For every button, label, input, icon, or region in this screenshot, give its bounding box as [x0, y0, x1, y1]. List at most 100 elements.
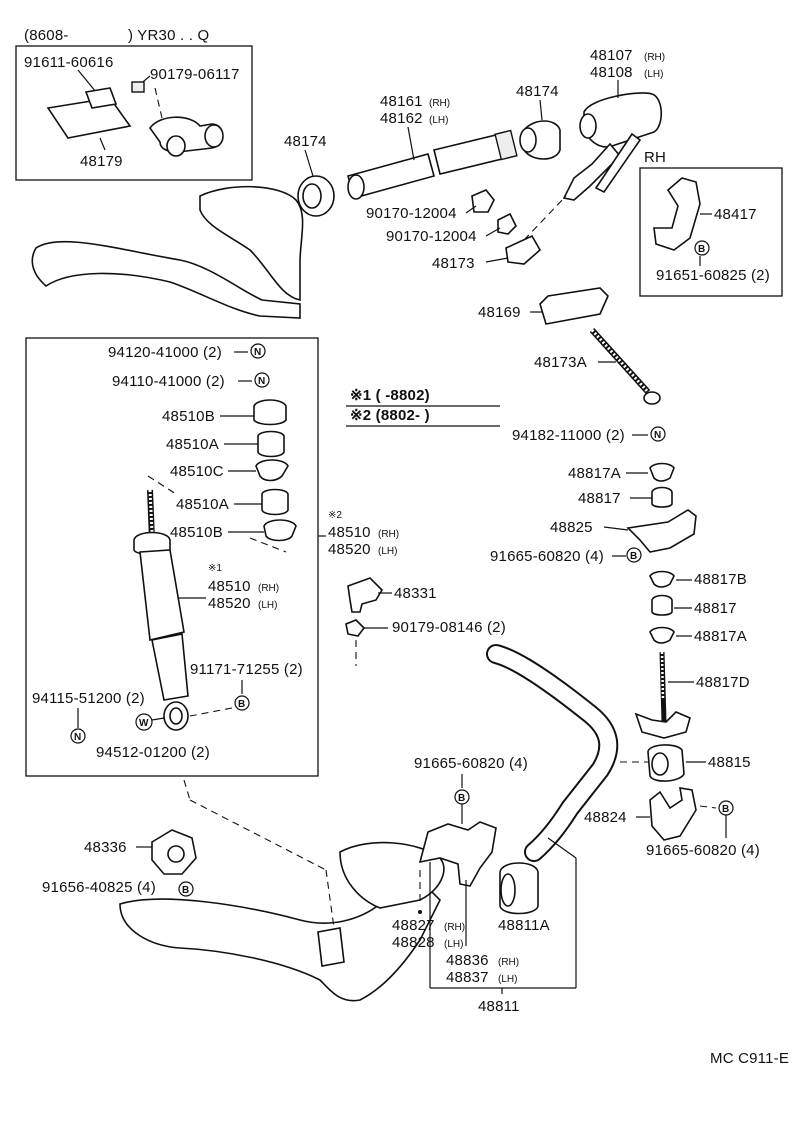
bushing-hole-icon — [500, 873, 516, 907]
suffix-lh: (LH) — [498, 974, 517, 985]
washer-icon — [649, 462, 675, 482]
label-91665-b: 91665-60820 (4) — [414, 755, 528, 772]
inset-frame — [15, 45, 253, 181]
leader — [325, 869, 335, 929]
link-bracket-icon — [634, 711, 691, 739]
bracket-icon — [84, 87, 118, 109]
label-94115: 94115-51200 (2) — [32, 690, 145, 707]
label-48817A-bottom: 48817A — [694, 628, 747, 645]
leader — [151, 717, 165, 721]
label-94182: 94182-11000 (2) — [512, 427, 625, 444]
label-48510A-top: 48510A — [166, 436, 219, 453]
label-48510B-bottom: 48510B — [170, 524, 223, 541]
stabilizer-bar-icon — [488, 646, 617, 860]
label-48169: 48169 — [478, 304, 521, 321]
n-marker-text: N — [74, 732, 81, 743]
notes: ※1 ( -8802) ※2 (8802- ) — [346, 387, 500, 427]
washer-icon — [649, 570, 675, 588]
suffix-rh: (RH) — [429, 98, 450, 109]
leader — [154, 87, 163, 119]
inset-date-range: (8608- — [24, 27, 69, 44]
label-48162: 48162 — [380, 110, 423, 127]
suffix-lh: (LH) — [429, 115, 448, 126]
note-2: ※2 (8802- ) — [350, 407, 430, 424]
leader — [485, 227, 501, 237]
plate-48169-icon — [539, 287, 609, 325]
nut-icon — [497, 212, 517, 235]
label-48828: 48828 — [392, 934, 435, 951]
cushion-48510a-icon — [257, 430, 285, 458]
leader — [547, 837, 577, 859]
b-marker-text: B — [722, 804, 729, 815]
label-94120: 94120-41000 (2) — [108, 344, 222, 361]
diagram-code: MC C911-E — [710, 1050, 789, 1067]
label-48510-alt: 48510 — [328, 524, 371, 541]
leader — [147, 475, 177, 495]
rh-title: RH — [644, 149, 666, 166]
label-48815: 48815 — [708, 754, 751, 771]
label-90170-a: 90170-12004 — [366, 205, 457, 222]
label-94110: 94110-41000 (2) — [112, 373, 225, 390]
leader — [77, 69, 97, 93]
n-marker-icon — [650, 426, 666, 442]
label-48825: 48825 — [550, 519, 593, 536]
suffix-rh: (RH) — [444, 922, 465, 933]
rivet-icon — [418, 910, 422, 914]
spline-end-icon — [347, 174, 365, 200]
label-48520-shock: 48520 — [208, 595, 251, 612]
leader — [523, 195, 567, 241]
label-94512: 94512-01200 (2) — [96, 744, 210, 761]
label-48510A-bottom: 48510A — [176, 496, 229, 513]
label-48817-mid: 48817 — [694, 600, 737, 617]
arm-bracket-icon — [317, 927, 345, 967]
b-marker-text: B — [698, 244, 705, 255]
w-marker-text: W — [139, 718, 149, 729]
lower-arm-icon — [119, 878, 441, 1002]
cushion-48510a-icon — [261, 488, 289, 516]
label-48811: 48811 — [478, 998, 520, 1015]
inset-model: ) YR30 . . Q — [128, 27, 209, 44]
nut-icon — [345, 619, 366, 637]
shock-thread-icon — [148, 489, 154, 533]
inset-box: (8608- ) YR30 . . Q 91611-60616 90179-06… — [15, 27, 253, 181]
washer-48510b-icon — [263, 519, 297, 542]
label-48174-left: 48174 — [284, 133, 327, 150]
bolt-thread-icon — [590, 328, 650, 394]
upper-arm-icon — [31, 240, 301, 319]
label-48510-shock: 48510 — [208, 578, 251, 595]
label-90170-b: 90170-12004 — [386, 228, 477, 245]
label-91171: 91171-71255 (2) — [190, 661, 303, 678]
anchor-arm-icon — [583, 92, 663, 148]
n-marker-text: N — [258, 376, 265, 387]
washer-48510b-icon — [253, 399, 287, 426]
nut-icon — [471, 189, 495, 213]
label-91651: 91651-60825 (2) — [656, 267, 770, 284]
label-48817D: 48817D — [696, 674, 750, 691]
upper-arm-bracket-icon — [199, 185, 304, 301]
star2-mark: ※2 — [328, 510, 342, 521]
label-91665-c: 91665-60820 (4) — [646, 842, 760, 859]
b-marker-icon — [626, 547, 642, 563]
shock-alt-label: ※2 48510 (RH) 48520 (LH) — [318, 510, 399, 558]
shock-absorber-box: 94120-41000 (2) N 94110-41000 (2) N 4851… — [25, 337, 319, 777]
suffix-rh: (RH) — [258, 583, 279, 594]
label-48108: 48108 — [590, 64, 633, 81]
torsion-bar-group: 48174 48161 (RH) 48162 (LH) 48174 48107 … — [31, 47, 665, 405]
label-48817B: 48817B — [694, 571, 747, 588]
bracket-48825-icon — [626, 509, 697, 553]
label-48417: 48417 — [714, 206, 757, 223]
inset-part-48179: 48179 — [80, 153, 123, 170]
shock-eye-hole-icon — [169, 707, 183, 725]
bolt-head-icon — [643, 391, 661, 405]
label-48107: 48107 — [590, 47, 633, 64]
b-marker-icon — [694, 240, 710, 256]
tube-end-icon — [166, 135, 186, 157]
torsion-bar-right-icon — [433, 133, 507, 175]
stabilizer-group: 94182-11000 (2) N 48817A 48817 48825 916… — [486, 426, 760, 862]
bushing-hole-icon — [651, 752, 669, 776]
anchor-hole-icon — [579, 113, 597, 139]
retainer-48510c-icon — [255, 459, 289, 482]
bump-stop-hole-icon — [167, 845, 185, 863]
star1-mark: ※1 — [208, 563, 222, 574]
n-marker-icon — [250, 343, 266, 359]
